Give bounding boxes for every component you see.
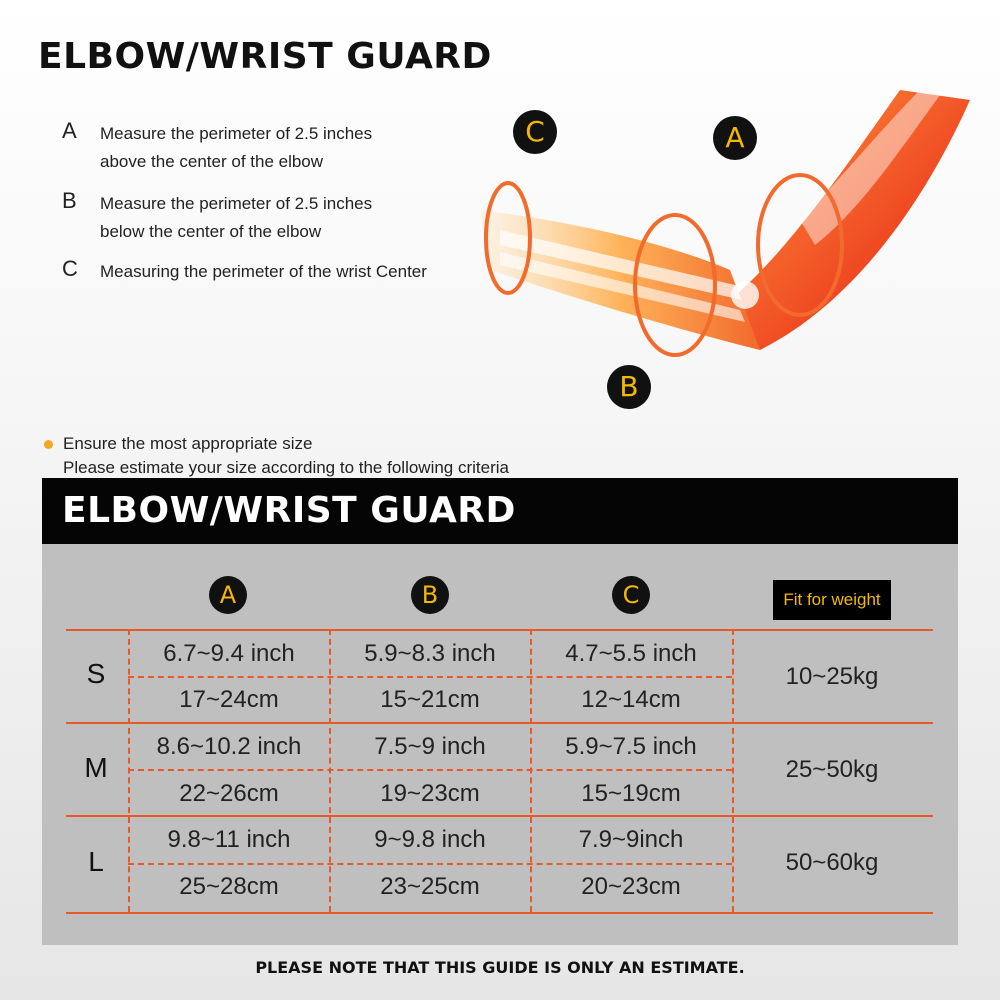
note-line: Ensure the most appropriate size [63, 434, 313, 453]
diagram-badge-b: B [607, 365, 651, 409]
measurement-text: above the center of the elbow [100, 152, 324, 171]
measurement-text: Measure the perimeter of 2.5 inches [100, 194, 373, 213]
size-label-s: S [86, 658, 106, 689]
cell-separator [128, 863, 732, 865]
column-header-c: C [612, 576, 650, 614]
cell-c-cm: 12~14cm [581, 686, 681, 713]
disclaimer: PLEASE NOTE THAT THIS GUIDE IS ONLY AN E… [255, 958, 745, 977]
size-chart: ELBOW/WRIST GUARD A B C Fit for weight S… [42, 478, 958, 945]
cell-a-cm: 17~24cm [179, 686, 279, 713]
column-separator [530, 629, 532, 912]
cell-c-cm: 15~19cm [581, 780, 681, 807]
column-separator [732, 629, 734, 912]
cell-c-inch: 4.7~5.5 inch [565, 640, 697, 667]
note-line: Please estimate your size according to t… [63, 458, 509, 477]
diagram-badge-a: A [713, 116, 757, 160]
upper-arm-shape [730, 90, 970, 350]
bullet-dot [44, 440, 53, 450]
cell-separator [128, 769, 732, 771]
page-title: ELBOW/WRIST GUARD [38, 36, 492, 77]
cell-c-cm: 20~23cm [581, 873, 681, 900]
forearm-bone [500, 252, 745, 322]
arm-illustration [480, 90, 970, 357]
cell-b-inch: 7.5~9 inch [374, 733, 486, 760]
cell-weight: 10~25kg [785, 663, 879, 690]
cell-weight: 50~60kg [785, 849, 879, 876]
diagram-badge-c: C [513, 110, 557, 154]
column-header-a: A [209, 576, 247, 614]
size-label-m: M [84, 752, 108, 783]
size-note: Ensure the most appropriate size Please … [44, 432, 509, 480]
cell-b-cm: 23~25cm [380, 873, 480, 900]
measurement-letter: A [62, 118, 77, 143]
cell-a-inch: 6.7~9.4 inch [163, 640, 295, 667]
measure-ring-a [756, 173, 844, 317]
cell-b-cm: 15~21cm [380, 686, 480, 713]
measurement-text: Measure the perimeter of 2.5 inches [100, 124, 373, 143]
cell-separator [128, 676, 732, 678]
cell-b-inch: 5.9~8.3 inch [364, 640, 496, 667]
column-separator [329, 629, 331, 912]
column-separator [128, 629, 130, 912]
cell-c-inch: 7.9~9inch [578, 826, 684, 853]
column-header-weight: Fit for weight [773, 580, 891, 620]
cell-a-inch: 9.8~11 inch [167, 826, 291, 853]
size-chart-title: ELBOW/WRIST GUARD [62, 490, 516, 531]
column-header-b: B [411, 576, 449, 614]
forearm-bone [500, 230, 742, 300]
measure-ring-b [633, 213, 717, 357]
size-label-l: L [88, 846, 104, 877]
row-separator [66, 815, 933, 817]
cell-weight: 25~50kg [785, 756, 879, 783]
size-chart-header: ELBOW/WRIST GUARD [42, 478, 958, 544]
row-separator [66, 912, 933, 914]
measurement-letter: C [62, 256, 78, 281]
elbow-joint [731, 281, 759, 309]
cell-b-inch: 9~9.8 inch [374, 826, 486, 853]
row-separator [66, 629, 933, 631]
cell-a-cm: 22~26cm [179, 780, 279, 807]
cell-b-cm: 19~23cm [380, 780, 480, 807]
measurement-text: Measuring the perimeter of the wrist Cen… [100, 262, 427, 281]
measure-ring-c [484, 181, 532, 295]
row-separator [66, 722, 933, 724]
measurement-letter: B [62, 188, 77, 213]
cell-c-inch: 5.9~7.5 inch [565, 733, 697, 760]
cell-a-inch: 8.6~10.2 inch [156, 733, 302, 760]
measurement-text: below the center of the elbow [100, 222, 322, 241]
cell-a-cm: 25~28cm [179, 873, 279, 900]
